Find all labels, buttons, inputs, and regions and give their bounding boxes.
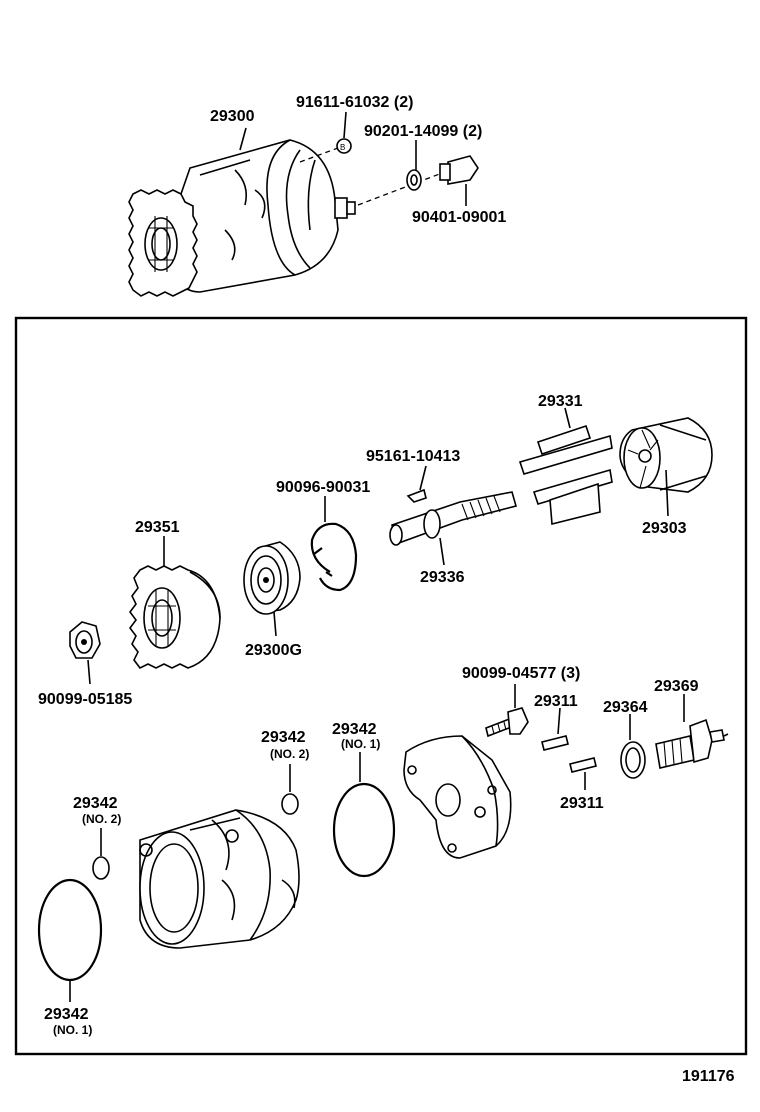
label-29342-no1-mid: 29342: [332, 721, 377, 738]
pump-housing-part: [139, 809, 300, 949]
vacuum-pump-assembly: B 29300 91611-61032 (2) 90201-14099 (2) …: [128, 94, 506, 297]
label-29351: 29351: [135, 519, 180, 536]
drive-gear-part: [129, 536, 221, 670]
o-ring-no1-left: 29342 (NO. 1): [37, 878, 103, 1037]
shaft-part: 29336 95161-10413: [366, 448, 517, 586]
o-ring-no1-middle: 29342 (NO. 1): [332, 721, 396, 878]
vane-plate-part: 29331: [518, 393, 613, 526]
label-90096-90031: 90096-90031: [276, 479, 370, 496]
label-90401-09001: 90401-09001: [412, 209, 506, 226]
label-29342-no2-left-sub: (NO. 2): [82, 812, 121, 826]
label-29303: 29303: [642, 520, 687, 537]
diagram-number: 191176: [682, 1068, 735, 1085]
bolt-rear-part: 90099-04577 (3): [462, 665, 580, 738]
label-29342-no2-mid-sub: (NO. 2): [270, 747, 309, 761]
label-95161-10413: 95161-10413: [366, 448, 460, 465]
label-90201-14099: 90201-14099 (2): [364, 123, 482, 140]
rear-cover-part: [403, 735, 512, 859]
label-29342-no2-mid: 29342: [261, 729, 306, 746]
label-91611-61032: 91611-61032 (2): [296, 94, 413, 111]
svg-text:B: B: [340, 143, 345, 152]
gasket-part: 29364: [603, 699, 648, 779]
o-ring-no2-left: 29342 (NO. 2): [73, 795, 121, 880]
label-29300G: 29300G: [245, 642, 302, 659]
pin-part-upper: 29311: [534, 693, 578, 751]
label-29342-no1-mid-sub: (NO. 1): [341, 737, 380, 751]
pin-part-lower: 29311: [560, 757, 604, 812]
rotor-part: 29303: [619, 417, 713, 537]
label-29364: 29364: [603, 699, 648, 716]
label-90099-04577: 90099-04577 (3): [462, 665, 580, 682]
label-90099-05185: 90099-05185: [38, 691, 132, 708]
snap-ring-part: 90096-90031: [276, 479, 370, 592]
label-29300: 29300: [210, 108, 255, 125]
label-29369: 29369: [654, 678, 699, 695]
label-29331: 29331: [538, 393, 583, 410]
label-29336: 29336: [420, 569, 465, 586]
label-29342-no2-left: 29342: [73, 795, 118, 812]
exploded-view-frame: [14, 316, 748, 1056]
label-29311-upper: 29311: [534, 693, 578, 710]
o-ring-no2-middle: 29342 (NO. 2): [261, 729, 309, 815]
bearing-part: 29300G: [243, 541, 302, 659]
label-29342-no1-left: 29342: [44, 1006, 89, 1023]
label-29342-no1-left-sub: (NO. 1): [53, 1023, 92, 1037]
lock-nut-part: 90099-05185: [38, 621, 132, 708]
label-29311-lower: 29311: [560, 795, 604, 812]
check-valve-part: 29369: [654, 678, 729, 769]
